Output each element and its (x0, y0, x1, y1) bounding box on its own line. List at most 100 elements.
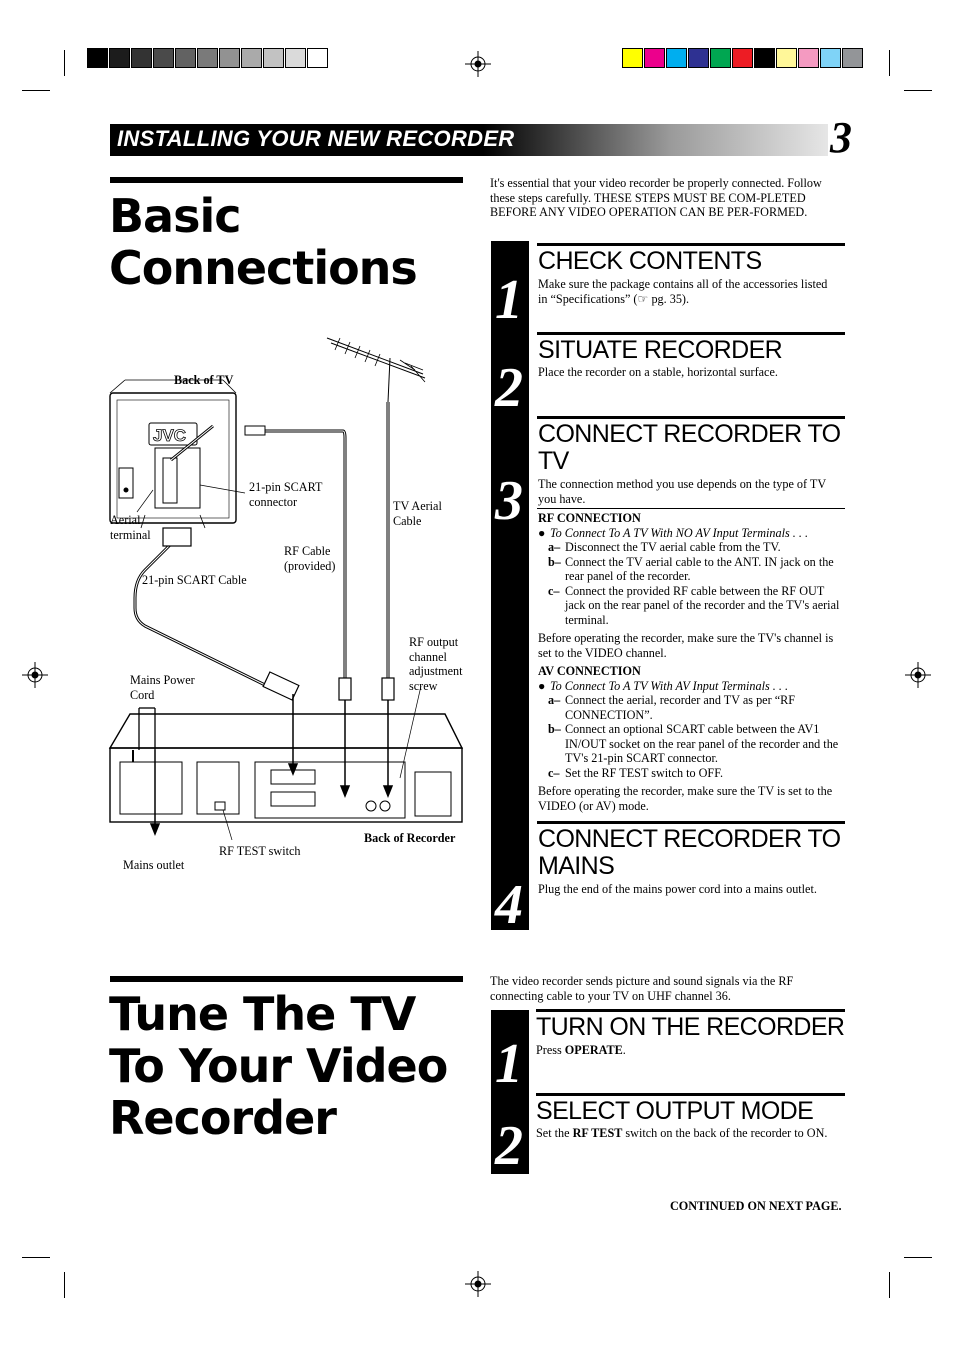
label-line: RF Cable (284, 544, 331, 558)
list-item: c–Connect the provided RF cable between … (538, 584, 845, 628)
label-line: TV Aerial (393, 499, 442, 513)
list-item: b– Connect an optional SCART cable betwee… (538, 722, 845, 766)
label-line: (provided) (284, 558, 336, 573)
label-rf-output-screw: RF output channel adjustment screw (409, 635, 462, 693)
color-swatch (666, 48, 687, 68)
heading-line: CONNECT RECORDER TO (538, 825, 841, 853)
step-number: 4 (495, 874, 523, 936)
gray-swatch (307, 48, 328, 68)
text-run: Set the (536, 1126, 573, 1140)
color-swatch (710, 48, 731, 68)
text-run: . (622, 1043, 626, 1057)
antenna-icon (326, 337, 426, 403)
step-number: 3 (495, 470, 523, 532)
crop-mark (22, 1257, 50, 1258)
step-rule (537, 821, 845, 824)
step-text: Set the RF TEST switch on the back of th… (536, 1126, 836, 1141)
step-number: 1 (495, 1033, 523, 1095)
crop-mark (889, 1272, 890, 1298)
label-line: screw (409, 678, 438, 693)
list-text: Connect the TV aerial cable to the ANT. … (565, 554, 834, 584)
crop-mark (904, 90, 932, 91)
color-swatch (842, 48, 863, 68)
label-rf-test-switch: RF TEST switch (219, 844, 301, 858)
bullet-item: ●To Connect To A TV With NO AV Input Ter… (538, 526, 845, 541)
label-scart-connector: 21-pin SCART connector (249, 480, 322, 509)
color-swatch (732, 48, 753, 68)
rf-connection-title: RF CONNECTION (538, 511, 641, 525)
label-back-of-recorder: Back of Recorder (364, 831, 456, 845)
label-scart-cable: 21-pin SCART Cable (142, 573, 247, 587)
label-aerial-terminal: Aerial terminal (110, 513, 151, 542)
label-line: Cable (393, 513, 422, 528)
registration-mark-icon (465, 1271, 491, 1297)
label-line: Mains Power (130, 673, 195, 687)
gray-swatch (175, 48, 196, 68)
label-line: adjustment (409, 664, 463, 678)
intro-paragraph: The video recorder sends picture and sou… (490, 974, 794, 1003)
step-heading: CONNECT RECORDER TO MAINS (538, 826, 841, 880)
heading-line: CONNECT RECORDER TO (538, 420, 841, 448)
gray-swatch (241, 48, 262, 68)
bullet-text: To Connect To A TV With NO AV Input Term… (550, 525, 808, 540)
av-connection-title: AV CONNECTION (538, 664, 641, 678)
step-rule (537, 243, 845, 246)
continued-note: CONTINUED ON NEXT PAGE. (670, 1199, 842, 1213)
color-swatch (622, 48, 643, 68)
gray-swatch (131, 48, 152, 68)
gray-swatch (285, 48, 306, 68)
list-text: Connect an optional SCART cable between … (565, 722, 839, 765)
color-swatch (644, 48, 665, 68)
tv-back-icon (109, 379, 237, 529)
plug-icons (162, 425, 395, 701)
label-line: Cord (130, 687, 155, 702)
note: Before operating the recorder, make sure… (538, 784, 833, 813)
section-header-bar (110, 124, 828, 156)
heading-line: MAINS (538, 852, 615, 880)
connection-diagram: JVC (108, 337, 464, 840)
label-line: Aerial (110, 513, 141, 527)
step-rule (537, 332, 845, 335)
step-heading: TURN ON THE RECORDER (536, 1013, 845, 1041)
title-line: To Your Video (109, 1039, 448, 1093)
crop-mark (904, 1257, 932, 1258)
mains-cord (138, 707, 156, 750)
color-swatch (798, 48, 819, 68)
step-heading: CONNECT RECORDER TO TV (538, 421, 841, 475)
crop-mark (64, 1272, 65, 1298)
list-key: b– (548, 722, 561, 736)
list-text: Connect the aerial, recorder and TV as p… (565, 693, 796, 722)
label-line: connector (249, 494, 298, 509)
label-tv-aerial-cable: TV Aerial Cable (393, 499, 442, 528)
step-text: The connection method you use depends on… (538, 477, 826, 506)
list-text: Disconnect the TV aerial cable from the … (565, 540, 781, 554)
title-line: Basic (109, 189, 242, 243)
title-line: Recorder (109, 1091, 337, 1145)
leader-lines (136, 484, 422, 840)
step-number: 2 (495, 357, 523, 419)
note: Before operating the recorder, make sure… (538, 631, 834, 660)
registration-mark-icon (465, 51, 491, 77)
bullet-item: ● To Connect To A TV With AV Input Termin… (538, 679, 845, 694)
page-title: Basic Connections (109, 189, 418, 294)
bullet-text: To Connect To A TV With AV Input Termina… (550, 678, 789, 693)
step-number: 1 (495, 269, 523, 331)
step-bar (491, 241, 529, 930)
gray-swatch (219, 48, 240, 68)
gray-swatch (109, 48, 130, 68)
color-swatch (688, 48, 709, 68)
list-text: Connect the provided RF cable between th… (565, 583, 840, 627)
tv-logo: JVC (153, 426, 186, 445)
title-line: Tune The TV (109, 987, 416, 1041)
cables (133, 402, 390, 687)
bullet-icon: ● (538, 678, 546, 693)
text-run-bold: OPERATE (564, 1043, 623, 1057)
list-key: a– (548, 693, 561, 707)
heading-line: TV (538, 447, 569, 475)
step-text: Press OPERATE. (536, 1043, 836, 1058)
label-line: channel (409, 649, 447, 664)
sub-rule (537, 508, 845, 509)
section-title: Tune The TV To Your Video Recorder (109, 987, 448, 1145)
step-text: Plug the end of the mains power cord int… (538, 882, 817, 896)
step-text: Place the recorder on a stable, horizont… (538, 365, 778, 379)
